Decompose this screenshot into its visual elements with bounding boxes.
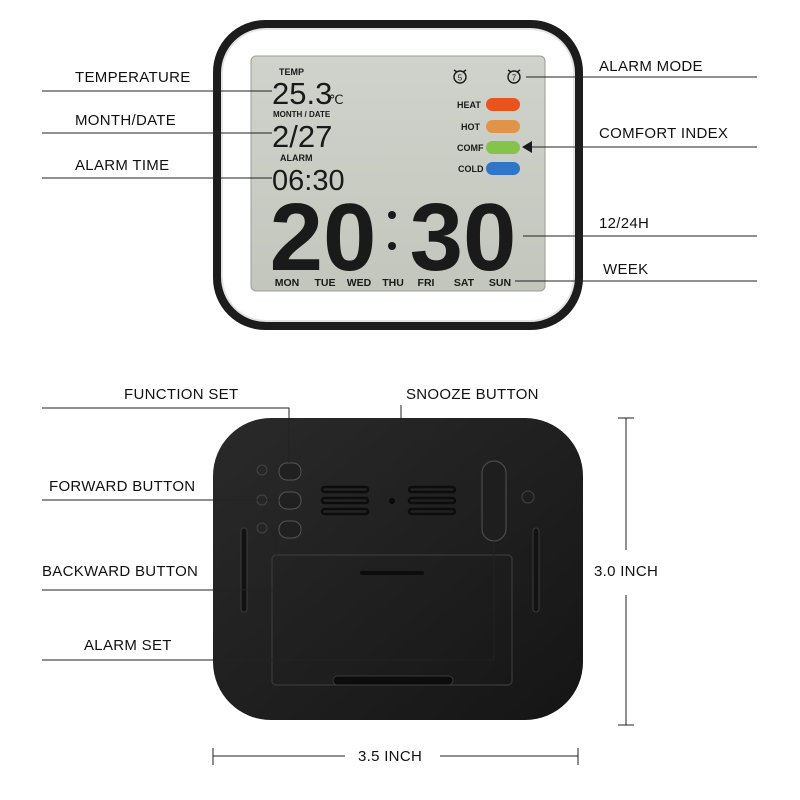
front-clock xyxy=(213,20,583,330)
time-colon-bottom xyxy=(388,242,396,250)
lcd-date-caption: MONTH / DATE xyxy=(273,110,331,119)
lcd-temp-caption: TEMP xyxy=(279,67,304,77)
dimension-lines xyxy=(212,417,634,765)
label-snooze-button: SNOOZE BUTTON xyxy=(406,386,539,403)
back-clock xyxy=(213,418,583,720)
alarm-mode-left-number: 5 xyxy=(458,74,463,83)
lcd-temp-unit: ℃ xyxy=(329,92,344,107)
label-month-date: MONTH/DATE xyxy=(75,112,177,129)
weekday-fri: FRI xyxy=(418,277,435,289)
dimension-width: 3.5 INCH xyxy=(358,748,423,765)
lcd-screen xyxy=(250,55,546,292)
stand-slot xyxy=(332,675,454,686)
time-colon-top xyxy=(388,211,396,219)
label-temperature: TEMPERATURE xyxy=(75,69,191,86)
lcd-alarm-caption: ALARM xyxy=(280,153,313,163)
alarm-mode-right-icon xyxy=(507,69,521,84)
back-leader-lines xyxy=(42,405,495,661)
comfort-hot-label: HOT xyxy=(461,122,481,132)
label-alarm-mode: ALARM MODE xyxy=(599,58,703,75)
lcd-time-minutes: 30 xyxy=(410,184,517,291)
comfort-heat-label: HEAT xyxy=(457,100,481,110)
alarm-mode-right-number: 7 xyxy=(512,74,517,83)
back-housing xyxy=(213,418,583,720)
weekday-tue: TUE xyxy=(315,277,336,289)
comfort-comf-pill xyxy=(486,141,520,154)
backward-button xyxy=(278,520,302,539)
label-comfort-index: COMFORT INDEX xyxy=(599,125,729,142)
weekday-wed: WED xyxy=(347,277,372,289)
comfort-cold-label: COLD xyxy=(458,164,484,174)
function-set-button xyxy=(278,462,302,481)
weekday-thu: THU xyxy=(382,277,404,289)
label-function-set: FUNCTION SET xyxy=(124,386,239,403)
alarm-set-switch xyxy=(481,460,507,542)
weekday-mon: MON xyxy=(275,277,300,289)
label-backward-button: BACKWARD BUTTON xyxy=(42,563,199,580)
dimension-height: 3.0 INCH xyxy=(594,563,659,580)
speaker-vents xyxy=(320,485,457,516)
lcd-time-hours: 20 xyxy=(270,184,377,291)
lcd-temp-value: 25.3 xyxy=(272,76,332,111)
comfort-heat-pill xyxy=(486,98,520,111)
alarm-mode-left-icon xyxy=(453,69,467,84)
comfort-hot-pill xyxy=(486,120,520,133)
label-alarm-set: ALARM SET xyxy=(84,637,172,654)
lcd-date-value: 2/27 xyxy=(272,119,332,154)
label-alarm-time: ALARM TIME xyxy=(75,157,170,174)
weekday-sun: SUN xyxy=(489,277,511,289)
forward-button xyxy=(278,491,302,510)
label-12-24h: 12/24H xyxy=(599,215,650,232)
comfort-cold-pill xyxy=(486,162,520,175)
label-forward-button: FORWARD BUTTON xyxy=(49,478,196,495)
comfort-pointer-icon xyxy=(522,141,532,153)
lcd-alarm-value: 06:30 xyxy=(272,165,345,197)
front-leader-lines xyxy=(42,76,757,282)
weekday-sat: SAT xyxy=(454,277,475,289)
label-week: WEEK xyxy=(603,261,649,278)
comfort-comf-label: COMF xyxy=(457,143,484,153)
